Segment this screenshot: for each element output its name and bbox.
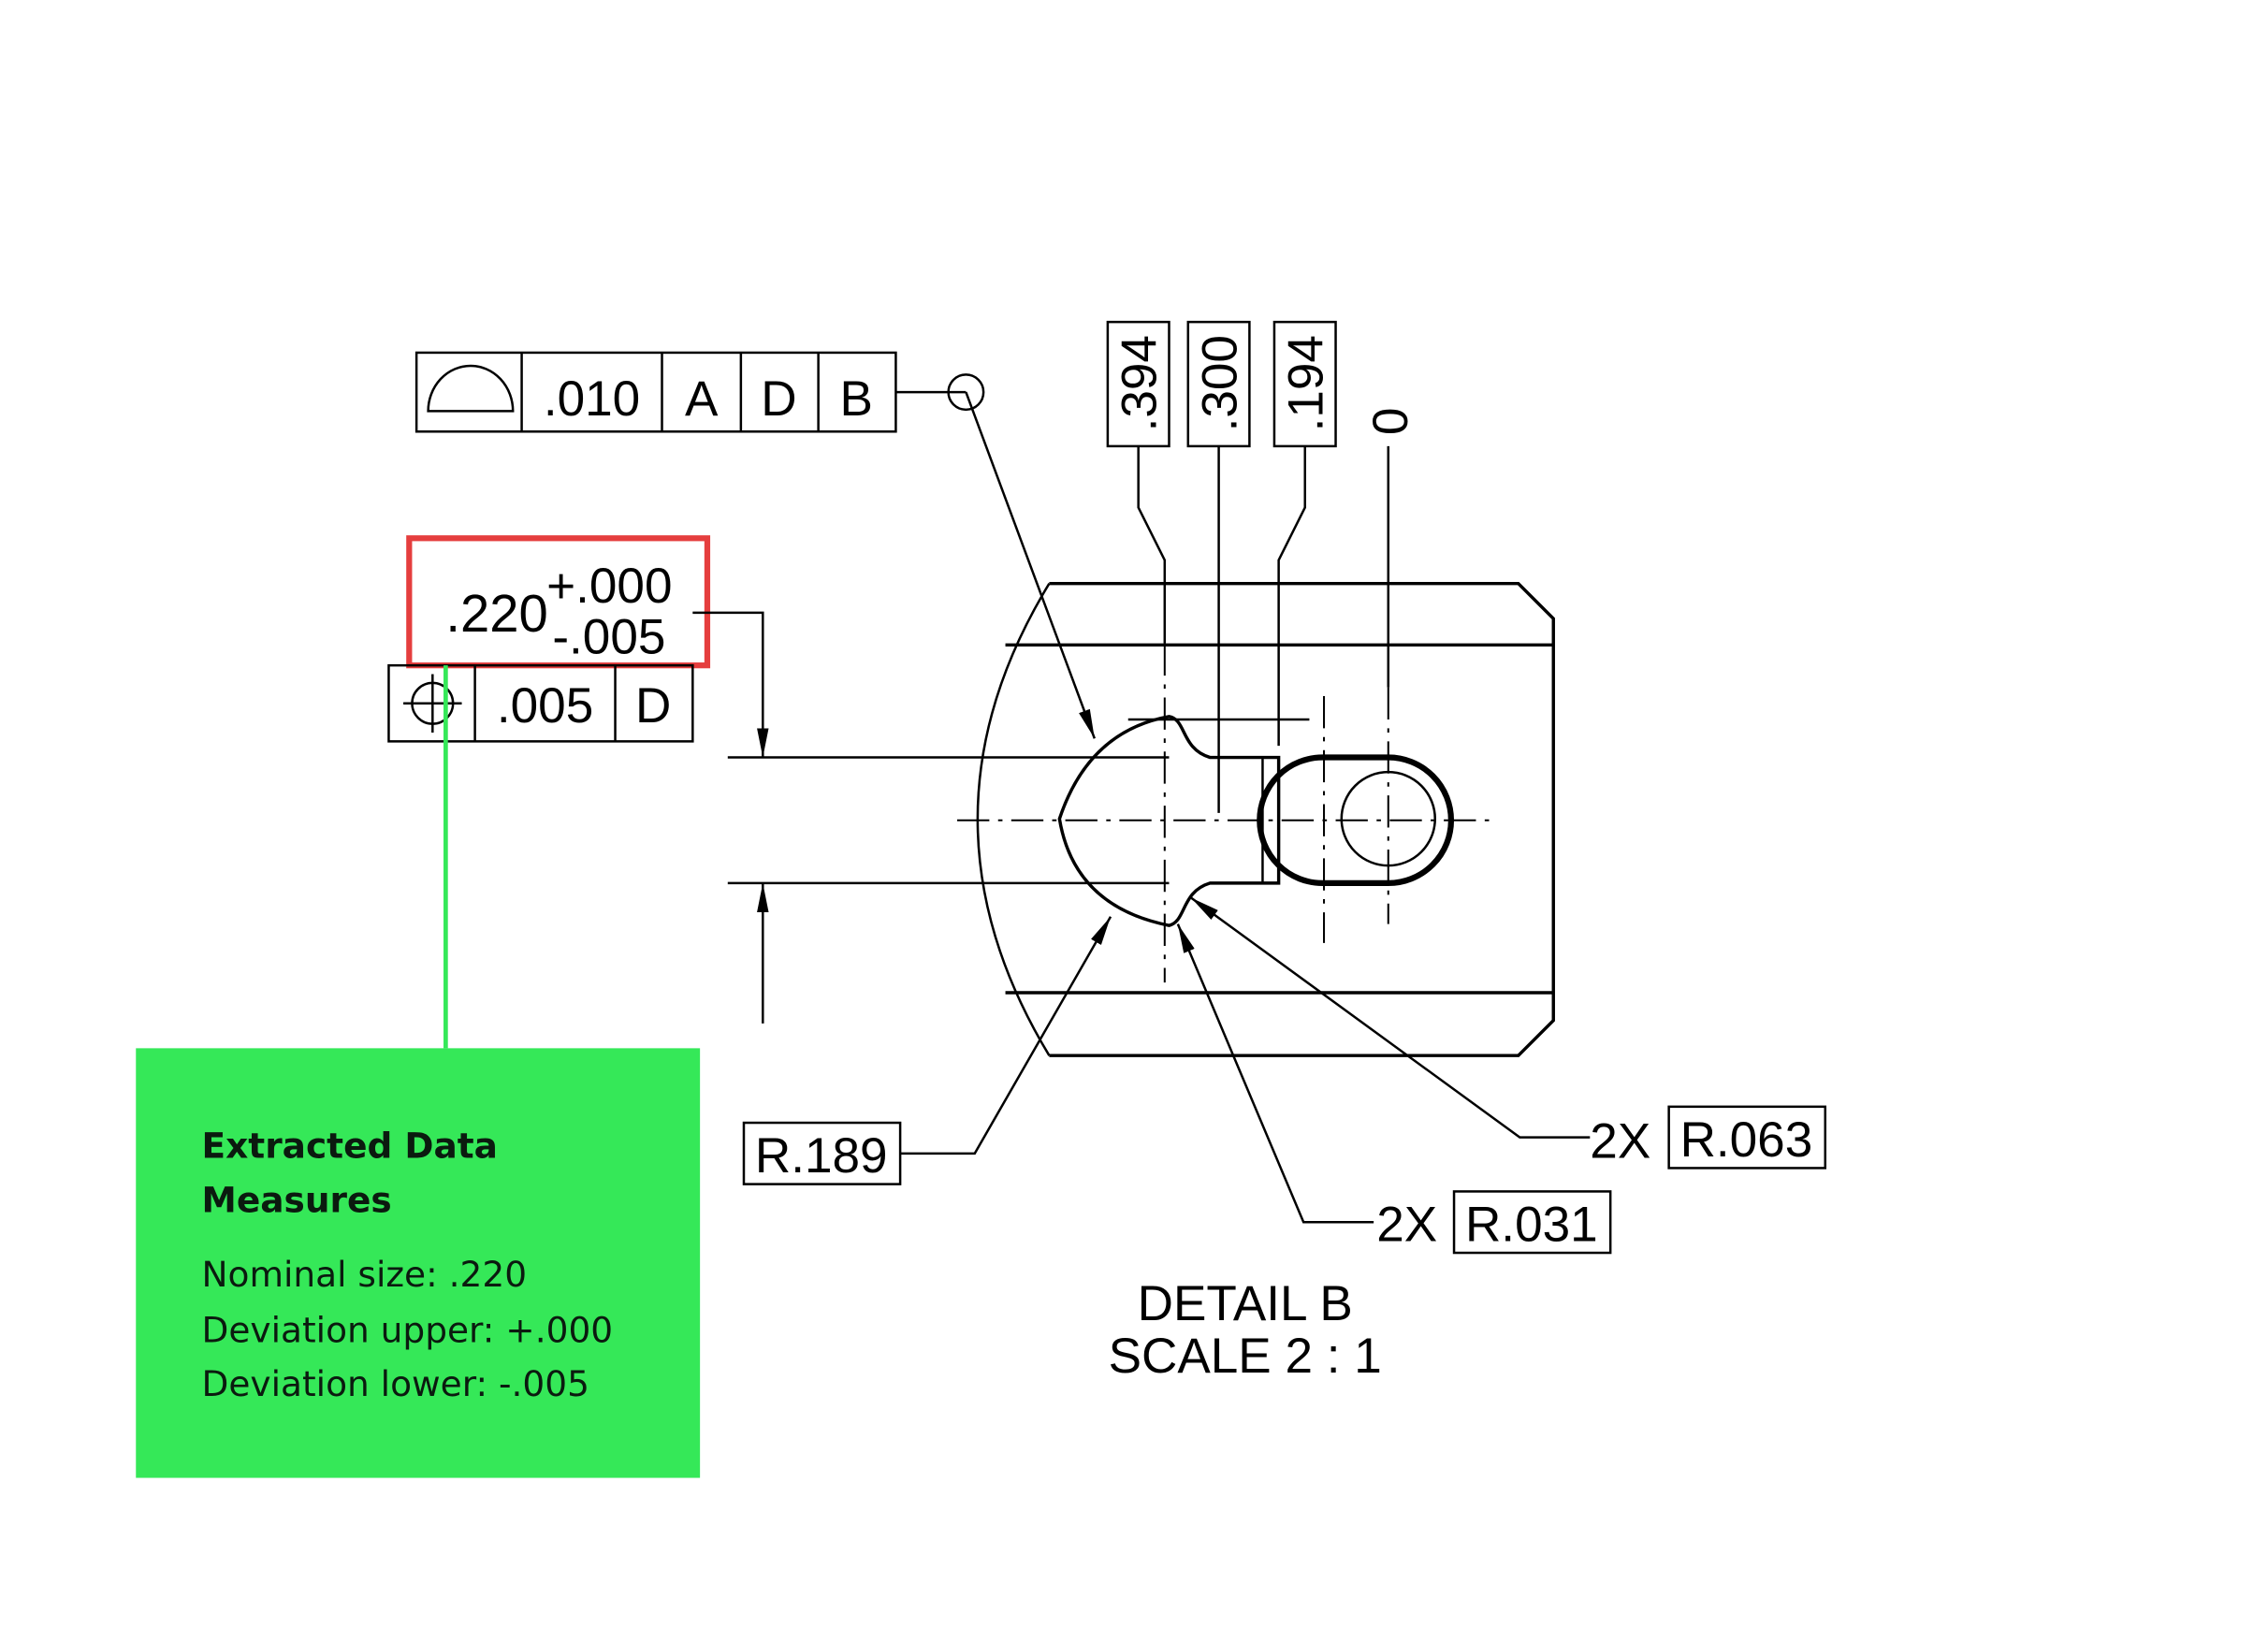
panel-title-2: Measures — [202, 1179, 392, 1220]
detail-title: DETAIL B — [1138, 1276, 1353, 1331]
dimension-upper: +.000 — [546, 559, 672, 614]
callout-prefix: 2X — [1590, 1114, 1650, 1170]
fcf-tolerance: .010 — [544, 371, 640, 427]
position-icon — [403, 674, 462, 734]
ordinate-194: .194 — [1278, 335, 1333, 431]
ordinate-300: .300 — [1192, 335, 1247, 431]
callout-r031[interactable]: 2X R.031 — [1176, 923, 1612, 1255]
profile-leader — [895, 373, 1097, 739]
profile-of-surface-icon — [427, 364, 515, 413]
fcf-datum-b: B — [840, 371, 873, 427]
profile-feature-control-frame[interactable]: .010 A D B — [414, 351, 897, 433]
callout-prefix: 2X — [1376, 1198, 1437, 1253]
callout-value: R.189 — [755, 1128, 888, 1184]
callout-value: R.063 — [1680, 1112, 1813, 1168]
part-outline — [957, 581, 1555, 1057]
position-feature-control-frame[interactable]: .005 D — [387, 663, 694, 743]
dimension-lower: -.005 — [552, 610, 665, 665]
callout-value: R.031 — [1465, 1198, 1598, 1253]
detail-scale: SCALE 2 : 1 — [1109, 1329, 1382, 1384]
dimension-220[interactable]: .220 +.000 -.005 — [406, 535, 711, 669]
fcf-datum-a: A — [685, 371, 719, 427]
panel-upper: Deviation upper: +.000 — [202, 1309, 614, 1350]
ordinate-0: 0 — [1363, 408, 1418, 436]
callout-r189[interactable]: R.189 — [742, 916, 1112, 1185]
slot-stadium — [1257, 754, 1454, 887]
extracted-data-panel: Extracted Data Measures Nominal size: .2… — [136, 1048, 701, 1478]
panel-title: Extracted Data — [202, 1126, 498, 1167]
position-datum: D — [635, 678, 671, 734]
dimension-nominal: .220 — [445, 584, 547, 643]
panel-nominal: Nominal size: .220 — [202, 1254, 528, 1295]
ordinate-394: .394 — [1112, 335, 1167, 431]
position-tolerance: .005 — [497, 678, 593, 734]
fcf-datum-d: D — [761, 371, 796, 427]
ordinate-dimensions: .394 .300 .194 0 — [1106, 320, 1418, 924]
dimension-lines — [692, 611, 1170, 1024]
panel-lower: Deviation lower: -.005 — [202, 1363, 589, 1404]
callout-r063[interactable]: 2X R.063 — [1190, 896, 1827, 1170]
